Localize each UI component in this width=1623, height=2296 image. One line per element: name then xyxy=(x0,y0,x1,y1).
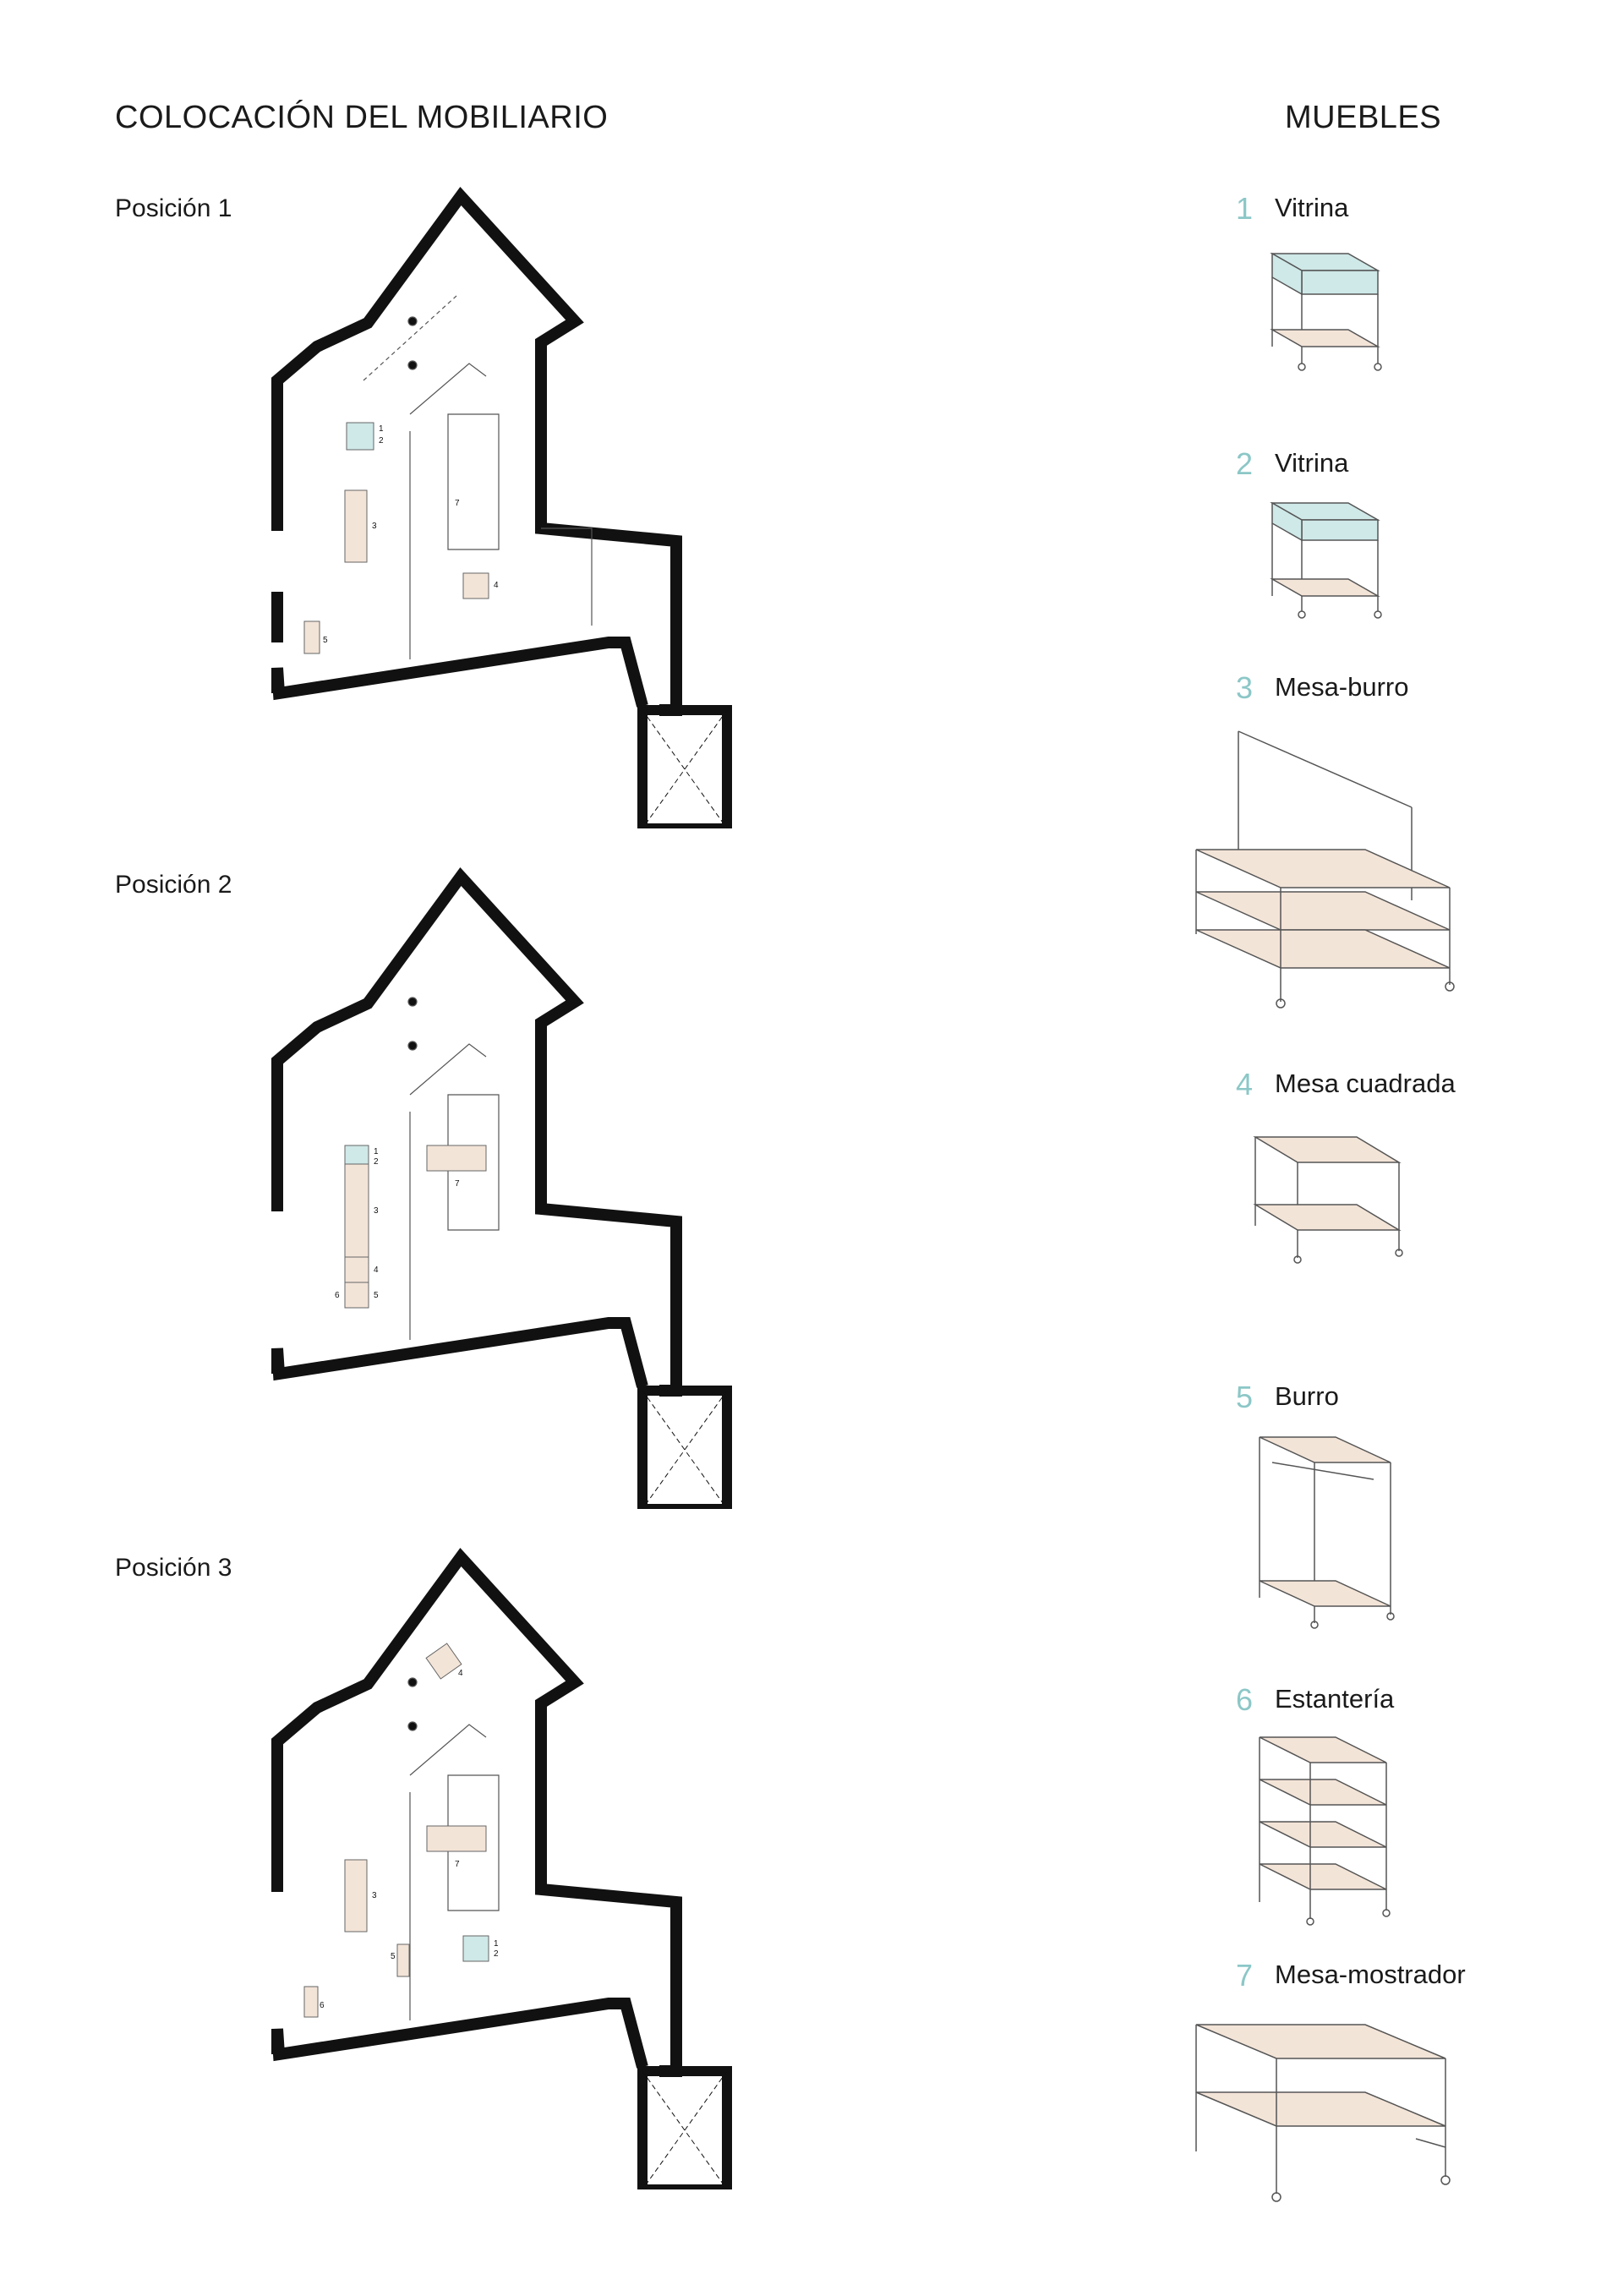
plan-label-5: 5 xyxy=(391,1952,396,1961)
plan-label-1: 1 xyxy=(374,1147,379,1156)
plan-label-5: 5 xyxy=(374,1291,379,1300)
mesa-cuadrada-icon xyxy=(1253,1136,1403,1264)
vitrina-icon xyxy=(1270,252,1382,371)
furniture-6-number: 6 xyxy=(1236,1682,1254,1717)
floor-plan-position-3: 1 2 3 4 5 6 7 xyxy=(271,1547,732,2189)
furniture-4-number: 4 xyxy=(1236,1067,1254,1102)
plan-label-7: 7 xyxy=(455,499,460,508)
floor-plan-position-1: 1 2 3 4 5 7 xyxy=(271,186,732,828)
position-3-label: Posición 3 xyxy=(115,1554,232,1582)
plan-label-1: 1 xyxy=(379,424,384,434)
mesa-mostrador-icon xyxy=(1195,2024,1451,2202)
furniture-4-name: Mesa cuadrada xyxy=(1275,1069,1456,1098)
furniture-1-name: Vitrina xyxy=(1275,193,1349,222)
mesa-burro-icon xyxy=(1195,730,1455,1009)
furniture-2-name: Vitrina xyxy=(1275,448,1349,478)
floor-plan-position-2: 1 2 3 4 5 6 7 xyxy=(271,866,732,1509)
furniture-5-name: Burro xyxy=(1275,1381,1339,1411)
plan-label-7: 7 xyxy=(455,1179,460,1189)
estanteria-icon xyxy=(1259,1736,1391,1926)
furniture-6-name: Estantería xyxy=(1275,1684,1395,1714)
plan-label-2: 2 xyxy=(494,1949,499,1959)
furniture-2-number: 2 xyxy=(1236,446,1254,481)
vitrina-small-icon xyxy=(1270,501,1382,619)
furniture-5-number: 5 xyxy=(1236,1380,1254,1414)
furniture-section-title: MUEBLES xyxy=(1285,100,1442,135)
position-2-label: Posición 2 xyxy=(115,871,232,899)
furniture-3-number: 3 xyxy=(1236,670,1254,705)
plan-label-5: 5 xyxy=(323,636,328,645)
plan-label-2: 2 xyxy=(374,1157,379,1167)
plan-label-3: 3 xyxy=(372,1891,377,1900)
plan-label-6: 6 xyxy=(320,2001,325,2010)
furniture-1-number: 1 xyxy=(1236,191,1254,226)
furniture-3-name: Mesa-burro xyxy=(1275,672,1409,702)
furniture-7-number: 7 xyxy=(1236,1958,1254,1993)
plan-label-2: 2 xyxy=(379,436,384,446)
plan-label-6: 6 xyxy=(335,1291,340,1300)
plan-interior xyxy=(363,295,593,659)
plan-label-4: 4 xyxy=(458,1669,463,1678)
plan-label-7: 7 xyxy=(455,1860,460,1869)
burro-icon xyxy=(1259,1436,1395,1629)
position-1-label: Posición 1 xyxy=(115,194,232,222)
plan-label-4: 4 xyxy=(374,1266,379,1275)
plan-label-1: 1 xyxy=(494,1939,499,1949)
plan-label-4: 4 xyxy=(494,581,499,590)
furniture-7-name: Mesa-mostrador xyxy=(1275,1960,1466,1989)
plan-label-3: 3 xyxy=(372,522,377,531)
layout-section-title: COLOCACIÓN DEL MOBILIARIO xyxy=(115,100,609,135)
plan-label-3: 3 xyxy=(374,1206,379,1216)
plan-walls xyxy=(271,186,732,828)
plan-labels: 1 2 3 4 5 7 xyxy=(323,424,499,645)
plan-furniture xyxy=(303,422,489,654)
